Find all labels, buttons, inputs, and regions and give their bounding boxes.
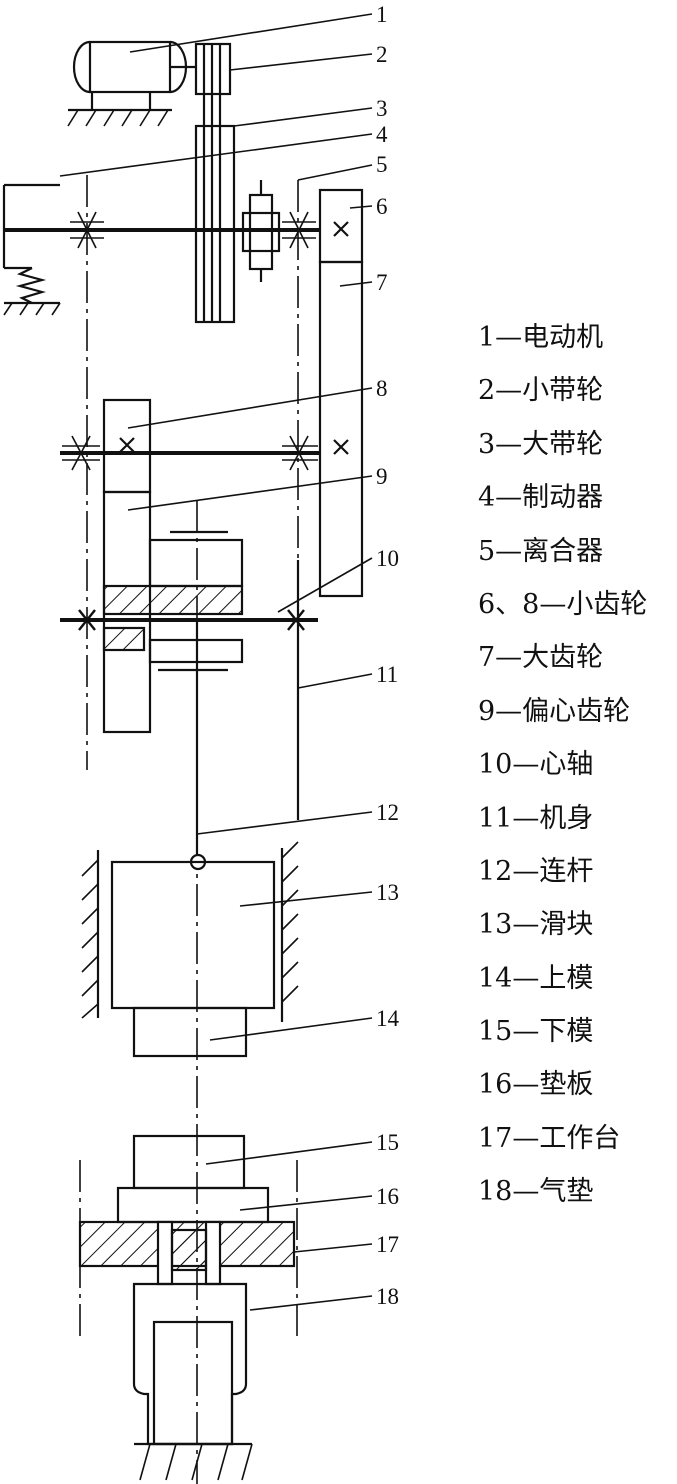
legend-item: 15—下模 — [478, 1016, 594, 1048]
pinion-8 — [102, 398, 152, 494]
callout-1: 1 — [376, 2, 388, 27]
leader-lines — [59, 13, 373, 1311]
callout-3: 3 — [376, 96, 388, 121]
motor — [67, 40, 196, 127]
legend-item: 9—偏心齿轮 — [478, 695, 631, 727]
callout-numbers: 1 2 3 4 5 6 7 8 9 10 11 12 13 14 15 16 1… — [376, 2, 400, 1309]
legend-item: 17—工作台 — [478, 1122, 621, 1154]
large-pulley — [194, 124, 236, 324]
clutch — [241, 180, 281, 282]
small-pulley — [194, 42, 232, 126]
callout-10: 10 — [376, 546, 399, 571]
callout-17: 17 — [376, 1232, 399, 1257]
slide-guide — [81, 841, 299, 1022]
legend-item: 16—垫板 — [478, 1069, 594, 1101]
shaft-end-icon — [78, 609, 305, 631]
legend-item: 14—上模 — [478, 962, 594, 994]
lower-die-15 — [132, 1134, 246, 1190]
die-cushion-18 — [132, 1282, 253, 1481]
callout-15: 15 — [376, 1130, 399, 1155]
large-gear-7 — [318, 260, 364, 598]
gear-7-axis-mark — [333, 439, 349, 455]
callout-13: 13 — [376, 880, 399, 905]
eccentric-gear-9 — [102, 490, 244, 734]
callout-7: 7 — [376, 270, 388, 295]
legend-item: 5—离合器 — [478, 535, 604, 567]
callout-6: 6 — [376, 194, 388, 219]
legend-item: 10—心轴 — [478, 749, 594, 781]
legend-item: 6、8—小齿轮 — [478, 588, 648, 620]
callout-16: 16 — [376, 1184, 399, 1209]
pinion-6 — [318, 188, 364, 264]
upper-die-14 — [132, 1006, 248, 1058]
worktable-17 — [78, 1220, 296, 1286]
callout-8: 8 — [376, 376, 388, 401]
callout-12: 12 — [376, 800, 399, 825]
callout-9: 9 — [376, 464, 388, 489]
bolster-16 — [116, 1186, 270, 1224]
callout-2: 2 — [376, 42, 388, 67]
callout-4: 4 — [376, 122, 388, 147]
brake — [2, 183, 61, 316]
legend-item: 7—大齿轮 — [478, 642, 604, 674]
legend-item: 4—制动器 — [478, 482, 604, 514]
legend-item: 18—气垫 — [478, 1176, 594, 1208]
legend-item: 2—小带轮 — [478, 375, 604, 407]
callout-14: 14 — [376, 1006, 400, 1031]
callout-18: 18 — [376, 1284, 399, 1309]
slide-block-13 — [110, 860, 276, 1010]
callout-5: 5 — [376, 152, 388, 177]
legend-item: 13—滑块 — [478, 909, 594, 941]
legend-item: 12—连杆 — [478, 855, 594, 887]
parts-legend: 1—电动机 2—小带轮 3—大带轮 4—制动器 5—离合器 6、8—小齿轮 7—… — [478, 318, 647, 1226]
legend-item: 11—机身 — [478, 802, 594, 834]
callout-11: 11 — [376, 662, 398, 687]
legend-item: 1—电动机 — [478, 322, 604, 353]
frame-centrelines — [79, 175, 299, 1484]
legend-item: 3—大带轮 — [478, 428, 604, 460]
